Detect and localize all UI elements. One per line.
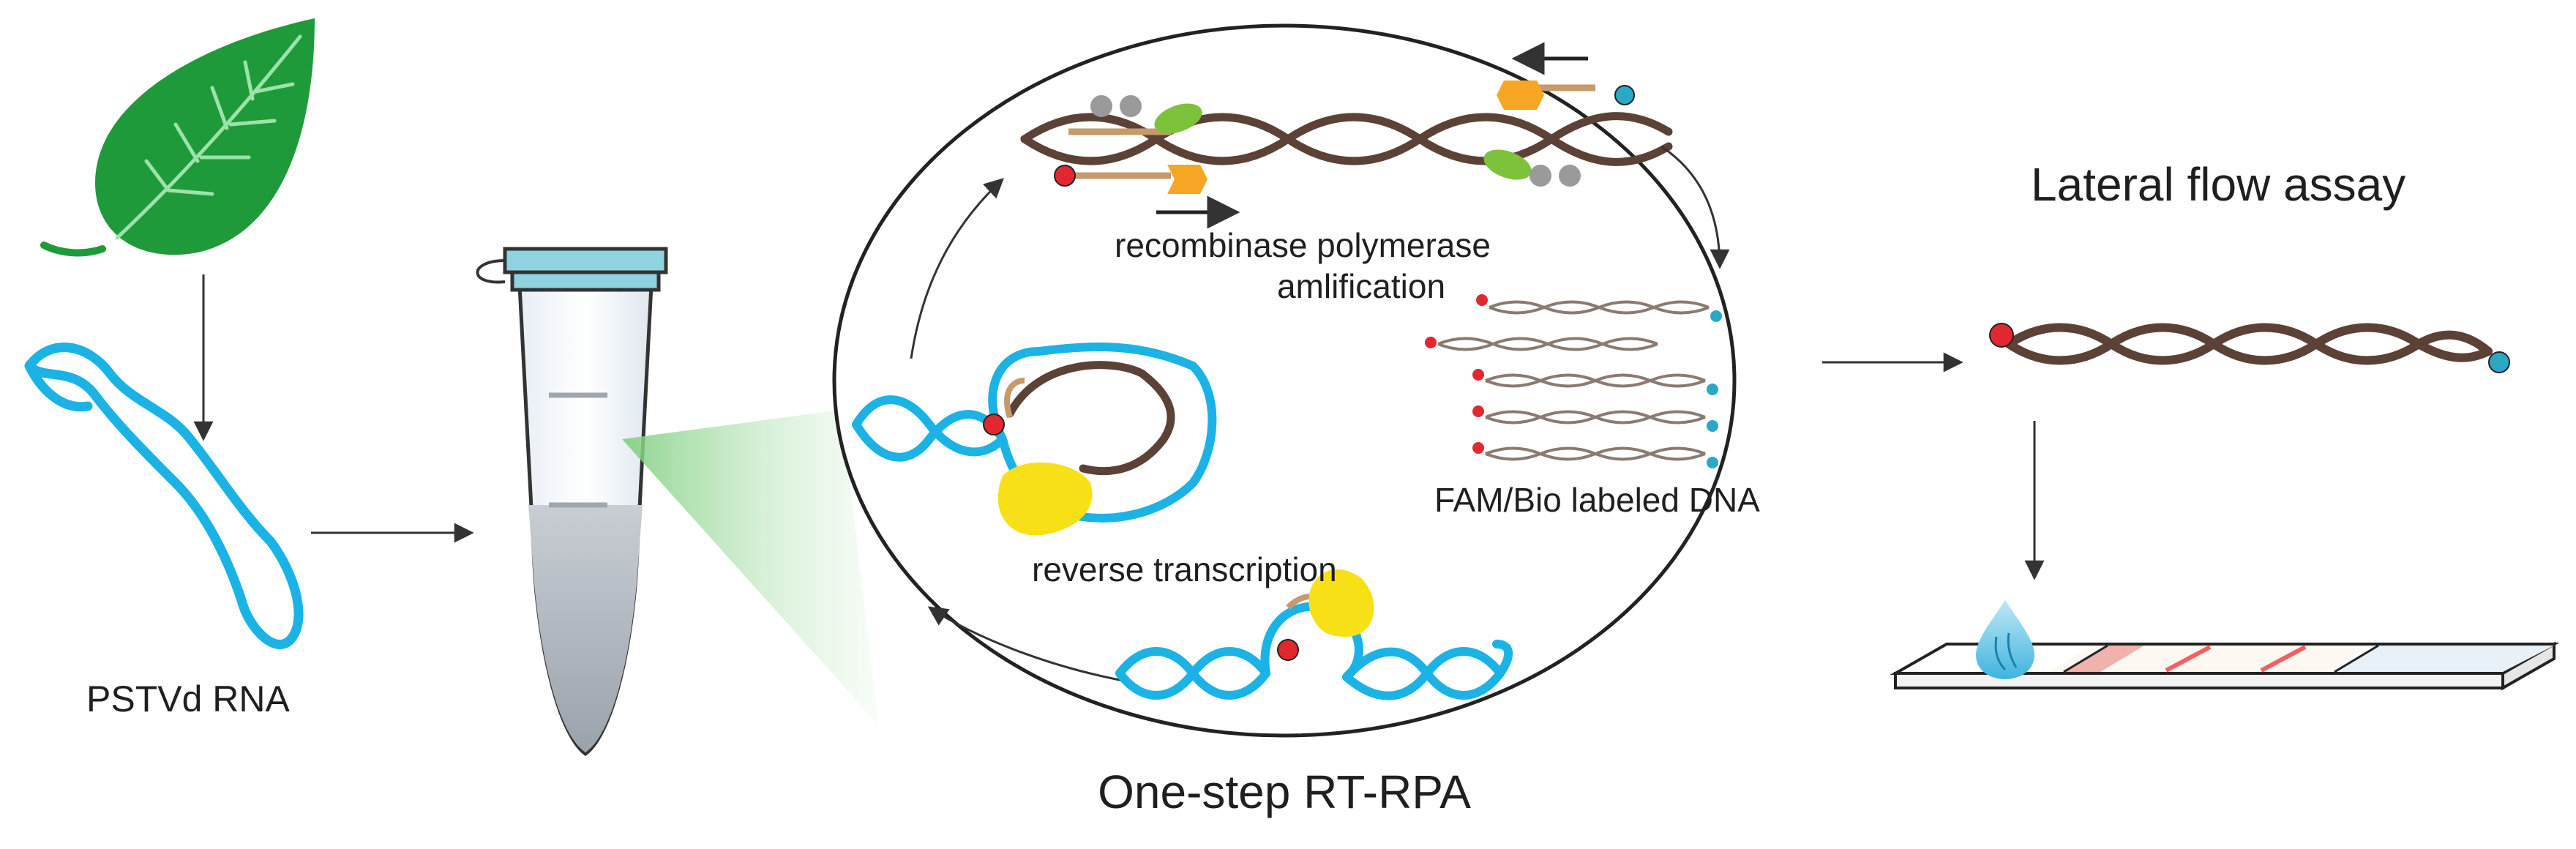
product-end-labels (1425, 294, 1722, 468)
rt-rpa-reaction-ellipse (832, 23, 1737, 738)
rpa-complex-right (1483, 42, 1635, 187)
leaf-icon (40, 18, 315, 257)
rpa-complex-left (1054, 95, 1208, 194)
label-lateral-flow-assay: Lateral flow assay (2031, 158, 2406, 211)
label-pstvd-rna: PSTVd RNA (86, 678, 290, 719)
eppendorf-tube-icon (476, 247, 668, 757)
label-fam-bio-dna: FAM/Bio labeled DNA (1434, 481, 1760, 519)
bio-label-dot (2488, 351, 2510, 373)
label-reverse-transcription: reverse transcription (1032, 550, 1337, 588)
arrow-rt-to-rpa (910, 178, 1004, 359)
rna-strand-icon (24, 343, 304, 649)
labeled-dna-products (1437, 300, 1710, 461)
droplet-icon (1976, 600, 2034, 679)
fam-label-dot (1989, 323, 2014, 348)
label-one-step-rt-rpa: One-step RT-RPA (1098, 766, 1471, 818)
label-recombinase-line1: recombinase polymerase (1115, 226, 1491, 264)
lateral-flow-strip-icon (1890, 641, 2560, 691)
reverse-transcription-complex (852, 343, 1217, 536)
arrow-rpa-to-product (1660, 145, 1730, 269)
magnification-beam (622, 410, 878, 725)
input-rna-complex (1115, 569, 1513, 700)
arrow-input-to-rt (927, 606, 1124, 682)
lfa-dna-helix (2004, 323, 2493, 365)
label-recombinase-line2: amlification (1276, 267, 1446, 305)
